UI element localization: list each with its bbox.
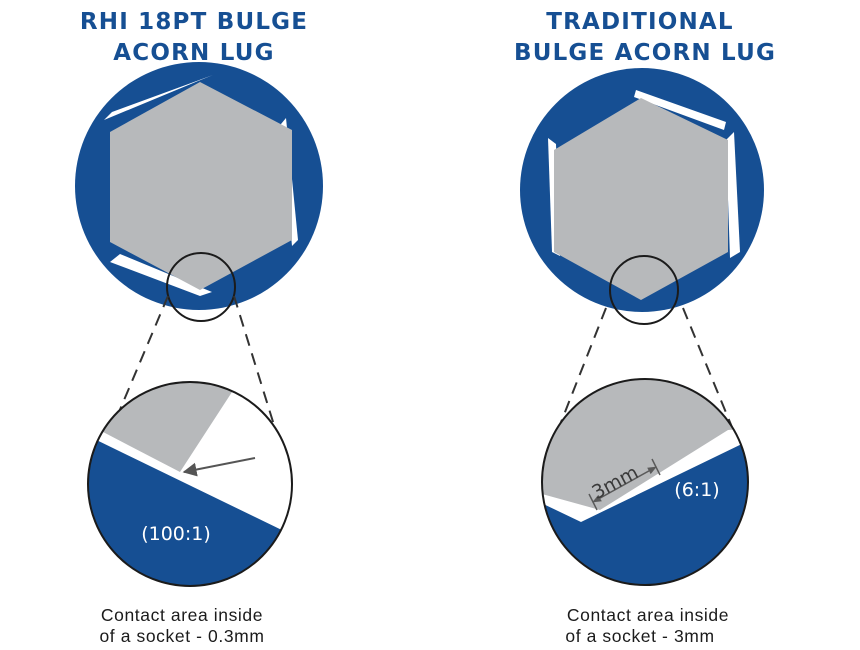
traditional-contact-sliver bbox=[634, 90, 726, 130]
rhi-contact-arrow bbox=[182, 457, 256, 477]
rhi-ratio-label: (100:1) bbox=[141, 523, 211, 545]
traditional-zoom-circle bbox=[541, 378, 749, 586]
rhi-caption-line1: Contact area inside bbox=[101, 605, 263, 625]
rhi-title-line1: RHI 18PT BULGE bbox=[80, 9, 308, 35]
rhi-magnify-circle bbox=[166, 252, 236, 322]
rhi-title-line2: ACORN LUG bbox=[113, 40, 274, 66]
dimension-arrow bbox=[592, 466, 657, 503]
rhi-caption-line2: of a socket - 0.3mm bbox=[99, 626, 264, 646]
traditional-title-line1: TRADITIONAL bbox=[546, 9, 734, 35]
traditional-ratio-label: (6:1) bbox=[674, 479, 719, 501]
rhi-zoom-detail bbox=[88, 382, 292, 586]
rhi-panel: RHI 18PT BULGE ACORN LUG (100:1) Contact… bbox=[75, 9, 323, 646]
traditional-title-line2: BULGE ACORN LUG bbox=[514, 40, 776, 66]
rhi-leader-line bbox=[233, 295, 279, 439]
rhi-contact-sliver bbox=[110, 254, 212, 296]
traditional-zoom-detail bbox=[542, 379, 748, 585]
rhi-zoom-circle bbox=[87, 381, 293, 587]
traditional-leader-line bbox=[682, 307, 735, 433]
traditional-magnify-circle bbox=[609, 255, 679, 325]
traditional-leader-line bbox=[553, 307, 607, 441]
traditional-hex-nut bbox=[554, 98, 728, 300]
traditional-panel: TRADITIONAL BULGE ACORN LUG 3mm (6:1) bbox=[514, 9, 776, 646]
traditional-caption-line1: Contact area inside bbox=[567, 605, 729, 625]
traditional-contact-sliver bbox=[726, 132, 740, 258]
rhi-hex-nut bbox=[110, 82, 292, 290]
traditional-caption-line2: of a socket - 3mm bbox=[565, 626, 714, 646]
